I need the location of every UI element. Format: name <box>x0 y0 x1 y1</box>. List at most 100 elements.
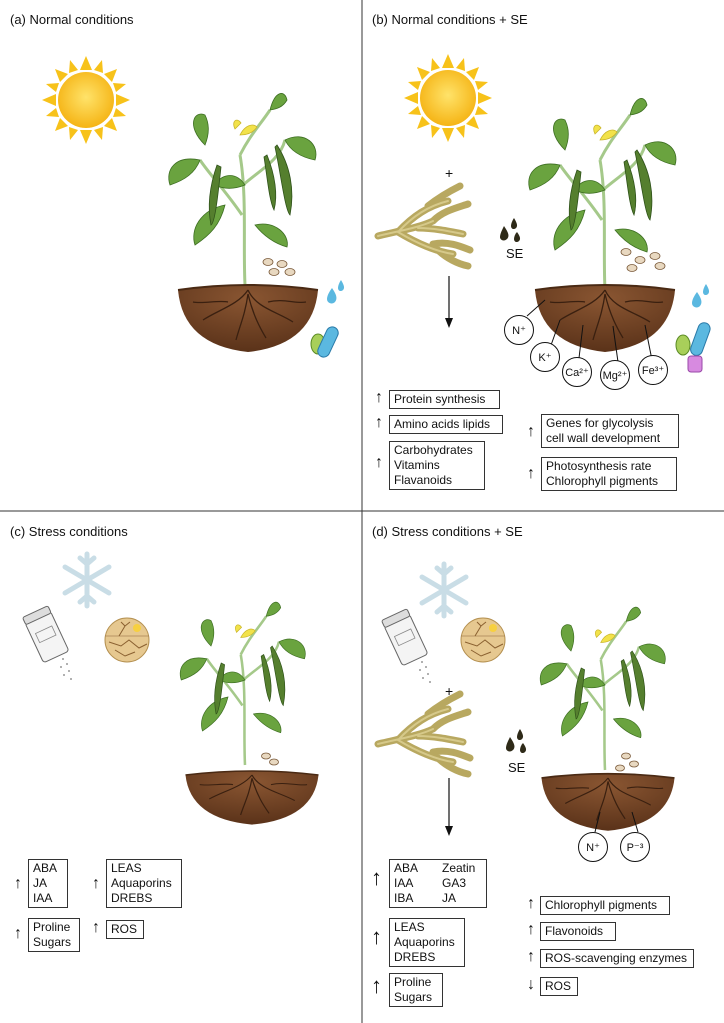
sugars-label: Sugars <box>394 990 433 1004</box>
up-arrow-icon: ↑ <box>375 414 383 431</box>
drebs-label: DREBS <box>111 891 153 905</box>
cell-wall-label: cell wall development <box>546 431 661 445</box>
extract-drops-icon-b <box>500 218 521 243</box>
plant-illustration-c <box>178 600 307 767</box>
water-drops-icon-a <box>327 280 345 304</box>
panel-d-title: (d) Stress conditions + SE <box>372 524 523 539</box>
salt-shaker-icon-d <box>380 608 432 684</box>
microbes-icon-b <box>675 322 711 373</box>
flavanoids-label: Flavanoids <box>394 473 453 487</box>
leas-label: LEAS <box>111 861 142 875</box>
nutrient-n: N⁺ <box>504 315 534 345</box>
seaweed-extract-icon-d <box>378 694 470 774</box>
soil-illustration-d <box>540 772 676 832</box>
water-drops-icon-b <box>692 284 710 308</box>
ga3-label: GA3 <box>442 876 467 890</box>
protein-synthesis-box: Protein synthesis <box>389 390 500 409</box>
up-arrow-icon: ↑ <box>527 895 535 912</box>
proline-label: Proline <box>33 920 71 934</box>
bold-up-arrow-icon: ↑ <box>371 865 382 890</box>
nutrient-ca: Ca²⁺ <box>562 357 592 387</box>
sun-icon <box>404 54 492 142</box>
leas-label: LEAS <box>394 920 425 934</box>
proline-label: Proline <box>394 975 432 989</box>
plant-illustration-d <box>538 605 667 772</box>
se-label-b: SE <box>506 246 524 261</box>
ros-enzymes-box-d: ROS-scavenging enzymes <box>540 949 694 968</box>
nutrient-mg: Mg²⁺ <box>600 360 630 390</box>
ros-box-c: ROS <box>106 920 144 939</box>
iaa-label: IAA <box>394 876 414 890</box>
flavonoids-box-d: Flavonoids <box>540 922 616 941</box>
up-arrow-icon: ↑ <box>92 919 100 936</box>
salt-shaker-icon-c <box>21 605 73 681</box>
aba-label: ABA <box>33 861 58 875</box>
soil-illustration-c <box>184 770 320 826</box>
seeds-icon-d <box>615 752 639 772</box>
genes-glycolysis-label: Genes for glycolysis <box>546 416 654 430</box>
chlorophyll-box-d: Chlorophyll pigments <box>540 896 670 915</box>
carbohydrates-box: Carbohydrates Vitamins Flavanoids <box>389 441 485 490</box>
soil-illustration-b <box>534 284 676 353</box>
drought-icon-c <box>104 617 150 663</box>
se-label-d: SE <box>508 760 526 775</box>
up-arrow-icon: ↑ <box>375 454 383 471</box>
drought-icon-d <box>460 617 506 663</box>
extract-drops-icon-d <box>506 729 527 754</box>
seeds-icon-b <box>620 248 666 272</box>
nutrient-n-d: N⁺ <box>578 832 608 862</box>
plant-illustration-b <box>527 96 678 292</box>
bold-up-arrow-icon: ↑ <box>371 973 382 998</box>
panel-a-title: (a) Normal conditions <box>10 12 134 27</box>
osmolytes-box-d: Proline Sugars <box>389 973 443 1007</box>
snowflake-icon-c <box>65 554 109 606</box>
soil-illustration-a <box>177 284 319 353</box>
up-arrow-icon: ↑ <box>14 875 22 892</box>
aba-label: ABA <box>394 861 419 875</box>
chlorophyll-pigments-label: Chlorophyll pigments <box>546 474 659 488</box>
hormones-box-d: ABA Zeatin IAA GA3 IBA JA <box>389 859 487 908</box>
aquaporins-label: Aquaporins <box>394 935 455 949</box>
photosynthesis-box: Photosynthesis rate Chlorophyll pigments <box>541 457 677 491</box>
sugars-label: Sugars <box>33 935 72 949</box>
nutrient-p-d: P⁻³ <box>620 832 650 862</box>
down-arrow-icon: ↓ <box>527 976 535 993</box>
zeatin-label: Zeatin <box>442 861 476 875</box>
microbes-icon-a <box>310 326 339 358</box>
nutrient-pointers-d <box>594 811 639 833</box>
vitamins-label: Vitamins <box>394 458 440 472</box>
up-arrow-icon: ↑ <box>14 925 22 942</box>
plant-illustration-a <box>167 91 318 287</box>
nutrient-fe: Fe³⁺ <box>638 355 668 385</box>
nutrient-pointers-b <box>526 299 653 363</box>
aquaporins-label: Aquaporins <box>111 876 172 890</box>
panel-c-title: (c) Stress conditions <box>10 524 128 539</box>
seaweed-extract-icon-b <box>378 186 470 266</box>
up-arrow-icon: ↑ <box>527 948 535 965</box>
up-arrow-icon: ↑ <box>375 389 383 406</box>
up-arrow-icon: ↑ <box>527 921 535 938</box>
amino-acids-box: Amino acids lipids <box>389 415 503 434</box>
panel-b-title: (b) Normal conditions + SE <box>372 12 528 27</box>
plus-sign-d: + <box>445 683 454 699</box>
drebs-label: DREBS <box>394 950 436 964</box>
ja-label: JA <box>33 876 48 890</box>
up-arrow-icon: ↑ <box>92 875 100 892</box>
snowflake-icon-d <box>422 564 466 616</box>
plus-sign-b: + <box>445 165 454 181</box>
ja-label: JA <box>442 891 457 905</box>
proteins-box-d: LEAS Aquaporins DREBS <box>389 918 465 967</box>
genes-box: Genes for glycolysis cell wall developme… <box>541 414 679 448</box>
up-arrow-icon: ↑ <box>527 465 535 482</box>
carbohydrates-label: Carbohydrates <box>394 443 473 457</box>
iba-label: IBA <box>394 891 414 905</box>
nutrient-k: K⁺ <box>530 342 560 372</box>
iaa-label: IAA <box>33 891 53 905</box>
bold-up-arrow-icon: ↑ <box>371 924 382 949</box>
up-arrow-icon: ↑ <box>527 423 535 440</box>
osmolytes-box-c: Proline Sugars <box>28 918 80 952</box>
seeds-icon-c <box>261 752 279 766</box>
sun-icon <box>42 56 130 144</box>
